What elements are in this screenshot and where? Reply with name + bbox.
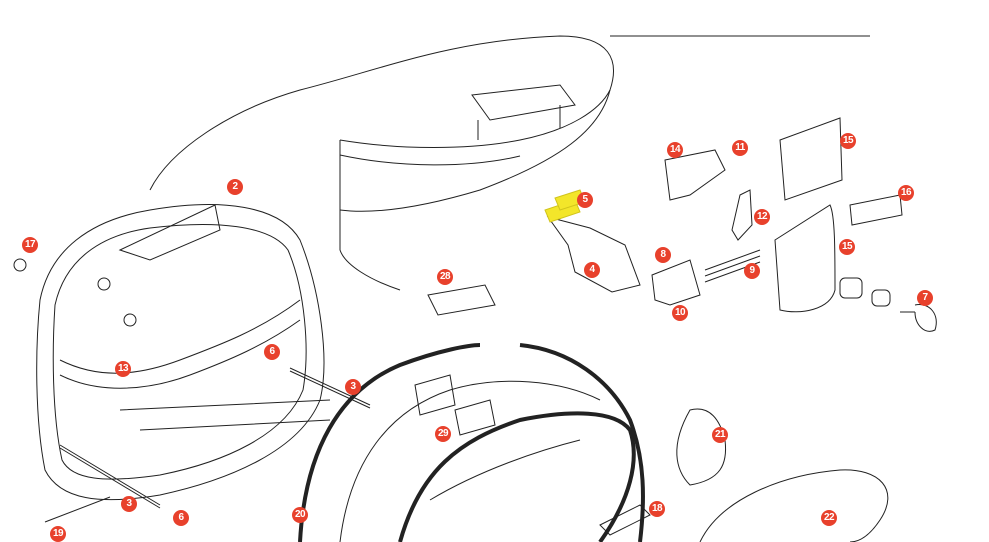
callout-22: 22 (821, 510, 837, 526)
callout-7: 7 (917, 290, 933, 306)
callout-28: 28 (437, 269, 453, 285)
callout-16: 16 (898, 185, 914, 201)
plate-28 (427, 284, 496, 316)
rods (13, 258, 371, 523)
right-side-case (298, 343, 645, 542)
callout-15: 15 (839, 239, 855, 255)
callout-11: 11 (732, 140, 748, 156)
callout-10: 10 (672, 305, 688, 321)
callout-9: 9 (744, 263, 760, 279)
callout-20: 20 (292, 507, 308, 523)
callout-5: 5 (577, 192, 593, 208)
callout-15: 15 (840, 133, 856, 149)
top-case-lid (149, 35, 870, 291)
callout-19: 19 (50, 526, 66, 542)
callout-6: 6 (264, 344, 280, 360)
callout-6: 6 (173, 510, 189, 526)
left-side-case (36, 204, 331, 501)
callout-8: 8 (655, 247, 671, 263)
callout-3: 3 (121, 496, 137, 512)
callout-12: 12 (754, 209, 770, 225)
callout-3: 3 (345, 379, 361, 395)
callout-18: 18 (649, 501, 665, 517)
mesh-21 (676, 408, 727, 486)
grille-18 (599, 504, 651, 536)
callout-13: 13 (115, 361, 131, 377)
callout-14: 14 (667, 142, 683, 158)
callout-21: 21 (712, 427, 728, 443)
lock-assembly (546, 117, 937, 332)
callout-17: 17 (22, 237, 38, 253)
cover-22 (699, 469, 889, 542)
callout-2: 2 (227, 179, 243, 195)
callout-29: 29 (435, 426, 451, 442)
callout-4: 4 (584, 262, 600, 278)
